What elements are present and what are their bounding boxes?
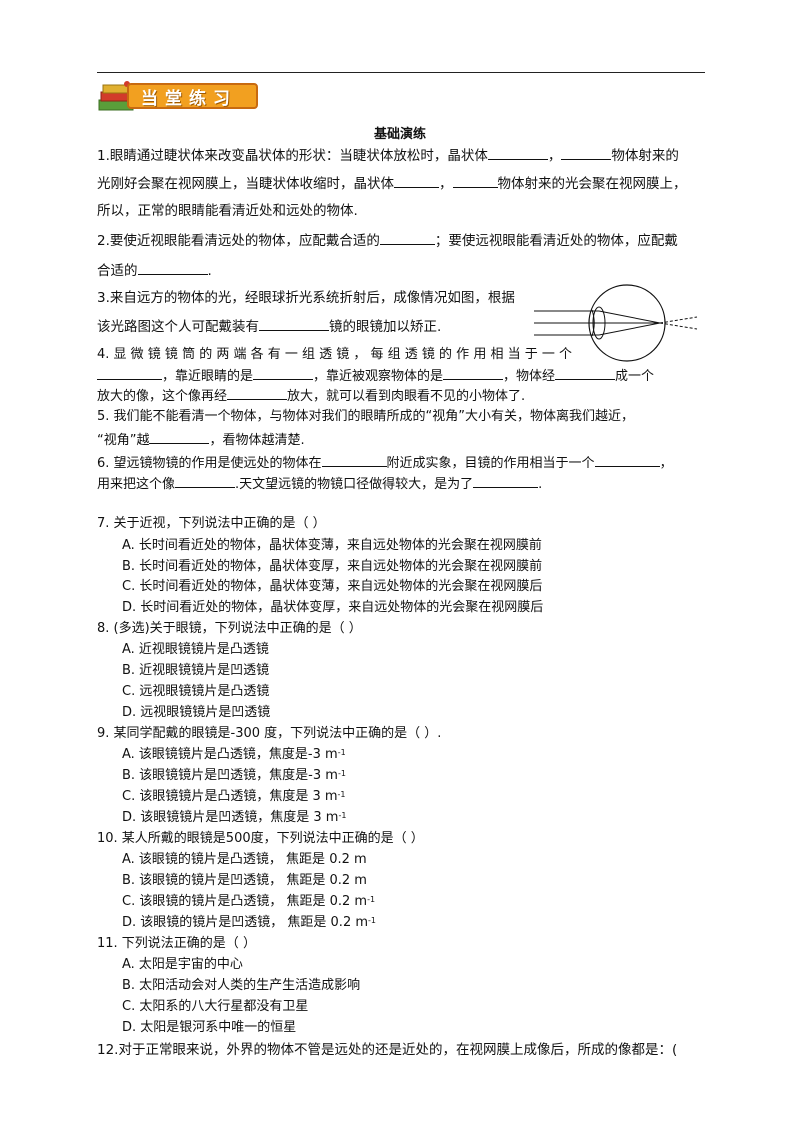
q11-option-d[interactable]: D. 太阳是银河系中唯一的恒星: [122, 1020, 297, 1035]
top-rule: [97, 72, 705, 73]
q9-option-b[interactable]: B. 该眼镜镜片是凹透镜，焦度是-3 m-1: [122, 768, 346, 783]
answer-blank[interactable]: [594, 453, 660, 467]
answer-blank[interactable]: [321, 453, 387, 467]
q4-line2: ，靠近眼睛的是，靠近被观察物体的是，物体经成一个: [97, 366, 654, 386]
q8-option-d[interactable]: D. 远视眼镜镜片是凹透镜: [122, 705, 271, 720]
answer-blank[interactable]: [379, 231, 435, 245]
q6-line1: 6. 望远镜物镜的作用是使远处的物体在附近成实象，目镜的作用相当于一个，: [97, 453, 673, 473]
section-title: 基础演练: [373, 127, 426, 142]
answer-blank[interactable]: [555, 366, 616, 380]
banner-box: [127, 83, 258, 109]
answer-blank[interactable]: [97, 366, 162, 380]
q11-option-b[interactable]: B. 太阳活动会对人类的生产生活造成影响: [122, 978, 361, 993]
q3-line2: 该光路图这个人可配戴装有镜的眼镜加以矫正.: [97, 317, 442, 335]
q8-stem: 8. (多选)关于眼镜，下列说法中正确的是（ ）: [97, 621, 362, 636]
q9-option-c[interactable]: C. 该眼镜镜片是凸透镜，焦度是 3 m-1: [122, 789, 346, 804]
section-banner: 当堂练习: [97, 80, 262, 114]
q12-stem: 12.对于正常眼来说，外界的物体不管是远处的还是近处的，在视网膜上成像后，所成的…: [97, 1042, 678, 1058]
q5-line2: “视角”越，看物体越清楚.: [97, 430, 305, 450]
answer-blank[interactable]: [253, 366, 314, 380]
q1-line2: 光刚好会聚在视网膜上，当睫状体收缩时，晶状体，物体射来的光会聚在视网膜上，: [97, 174, 687, 192]
answer-blank[interactable]: [227, 386, 288, 400]
q10-option-a[interactable]: A. 该眼镜的镜片是凸透镜， 焦距是 0.2 m: [122, 852, 367, 867]
answer-blank[interactable]: [452, 174, 498, 188]
q8-option-b[interactable]: B. 近视眼镜镜片是凹透镜: [122, 663, 270, 678]
q9-stem: 9. 某同学配戴的眼镜是-300 度，下列说法中正确的是（ ）.: [97, 726, 442, 741]
q9-option-a[interactable]: A. 该眼镜镜片是凸透镜，焦度是-3 m-1: [122, 747, 346, 762]
banner-label: 当堂练习: [141, 89, 237, 109]
q10-option-c[interactable]: C. 该眼镜的镜片是凸透镜， 焦距是 0.2 m-1: [122, 894, 376, 909]
q10-stem: 10. 某人所戴的眼镜是500度，下列说法中正确的是（ ）: [97, 831, 424, 846]
q11-option-a[interactable]: A. 太阳是宇宙的中心: [122, 957, 243, 972]
q8-option-c[interactable]: C. 远视眼镜镜片是凸透镜: [122, 684, 270, 699]
answer-blank[interactable]: [259, 317, 329, 331]
eye-ray-diagram: [534, 284, 698, 362]
answer-blank[interactable]: [137, 261, 208, 275]
q4-line1: 4. 显 微 镜 镜 筒 的 两 端 各 有 一 组 透 镜 ， 每 组 透 镜…: [97, 347, 572, 362]
q1-line3: 所以，正常的眼睛能看清近处和远处的物体.: [97, 203, 358, 219]
q7-stem: 7. 关于近视，下列说法中正确的是（ ）: [97, 516, 326, 531]
q7-option-c[interactable]: C. 长时间看近处的物体，晶状体变薄，来自远处物体的光会聚在视网膜后: [122, 579, 543, 594]
q11-option-c[interactable]: C. 太阳系的八大行星都没有卫星: [122, 999, 309, 1014]
q10-option-b[interactable]: B. 该眼镜的镜片是凹透镜， 焦距是 0.2 m: [122, 873, 367, 888]
q8-option-a[interactable]: A. 近视眼镜镜片是凸透镜: [122, 642, 269, 657]
answer-blank[interactable]: [473, 474, 539, 488]
answer-blank[interactable]: [149, 430, 210, 444]
answer-blank[interactable]: [443, 366, 504, 380]
q6-line2: 用来把这个像.天文望远镜的物镜口径做得较大，是为了.: [97, 474, 542, 494]
q3-line1: 3.来自远方的物体的光，经眼球折光系统折射后，成像情况如图，根据: [97, 290, 515, 306]
q2-line1: 2.要使近视眼能看清远处的物体，应配戴合适的；要使远视眼能看清近处的物体，应配戴: [97, 231, 678, 249]
q10-option-d[interactable]: D. 该眼镜的镜片是凹透镜， 焦距是 0.2 m-1: [122, 915, 376, 930]
answer-blank[interactable]: [561, 146, 612, 160]
q11-stem: 11. 下列说法正确的是（ ）: [97, 936, 256, 951]
q1-line1: 1.眼睛通过睫状体来改变晶状体的形状：当睫状体放松时，晶状体，物体射来的: [97, 146, 679, 164]
q7-option-d[interactable]: D. 长时间看近处的物体，晶状体变厚，来自远处物体的光会聚在视网膜后: [122, 600, 544, 615]
q7-option-a[interactable]: A. 长时间看近处的物体，晶状体变薄，来自远处物体的光会聚在视网膜前: [122, 538, 542, 553]
q7-option-b[interactable]: B. 长时间看近处的物体，晶状体变厚，来自远处物体的光会聚在视网膜前: [122, 559, 543, 574]
answer-blank[interactable]: [487, 146, 548, 160]
answer-blank[interactable]: [394, 174, 439, 188]
q2-line2: 合适的.: [97, 261, 212, 279]
answer-blank[interactable]: [175, 474, 236, 488]
q9-option-d[interactable]: D. 该眼镜镜片是凹透镜，焦度是 3 m-1: [122, 810, 347, 825]
q5-line1: 5. 我们能不能看清一个物体，与物体对我们的眼睛所成的“视角”大小有关，物体离我…: [97, 409, 635, 424]
q4-line3: 放大的像，这个像再经放大，就可以看到肉眼看不见的小物体了.: [97, 386, 525, 406]
